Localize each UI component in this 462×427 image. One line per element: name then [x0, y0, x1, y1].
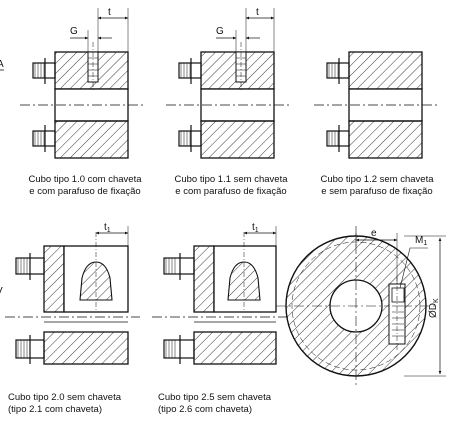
caption-hub-1-0-line-1: Cubo tipo 1.0 com chaveta: [28, 174, 142, 185]
caption-hub-2-0-line-2: (tipo 2.1 com chaveta): [8, 404, 102, 415]
svg-text:t1: t1: [252, 222, 259, 234]
hub-1-0-dim-t: t: [108, 7, 111, 18]
svg-text:t1: t1: [104, 222, 111, 234]
section-dim-dk-sub: K: [433, 298, 440, 303]
edge-label-v: V: [0, 286, 3, 297]
caption-hub-1-0-line-2: e com parafuso de fixação: [29, 186, 141, 197]
hub-figure-2-0: t1: [5, 222, 140, 365]
caption-hub-1-1-line-1: Cubo tipo 1.1 sem chaveta: [174, 174, 288, 185]
caption-hub-2-5-line-1: Cubo tipo 2.5 sem chaveta: [158, 392, 272, 403]
section-dim-m-sub: 1: [423, 240, 427, 247]
hub-2-0-dim-t: t: [104, 222, 107, 233]
caption-hub-1-2-line-1: Cubo tipo 1.2 sem chaveta: [320, 174, 434, 185]
caption-hub-1-1: Cubo tipo 1.1 sem chaveta e com parafuso…: [166, 174, 296, 198]
hub-1-0-body-bottom: [54, 120, 129, 159]
caption-hub-2-5: Cubo tipo 2.5 sem chaveta (tipo 2.6 com …: [158, 392, 290, 416]
caption-hub-1-1-line-2: e com parafuso de fixação: [175, 186, 287, 197]
caption-hub-1-2: Cubo tipo 1.2 sem chaveta e sem parafuso…: [312, 174, 442, 198]
svg-text:M1: M1: [415, 235, 427, 247]
hub-2-5-dim-t: t: [252, 222, 255, 233]
hub-figure-1-2: [314, 51, 440, 159]
edge-label-a: A: [0, 59, 4, 70]
hub-2-5-dim-t-sub: 1: [255, 227, 259, 234]
caption-hub-2-0: Cubo tipo 2.0 sem chaveta (tipo 2.1 com …: [8, 392, 140, 416]
section-dim-m: M: [415, 235, 423, 246]
hub-figure-1-1: t G: [166, 7, 290, 159]
hub-figure-1-0: t G: [20, 7, 145, 159]
caption-hub-2-5-line-2: (tipo 2.6 com chaveta): [158, 404, 252, 415]
section-dim-e: e: [371, 228, 377, 239]
svg-text:ØDK: ØDK: [428, 298, 440, 318]
hub-1-0-studs: [32, 58, 56, 152]
hub-figure-section: e M1 ØDK: [276, 226, 446, 386]
hub-1-0-dim-g: G: [70, 26, 78, 37]
caption-hub-1-0: Cubo tipo 1.0 com chaveta e com parafuso…: [20, 174, 150, 198]
caption-hub-1-2-line-2: e sem parafuso de fixação: [321, 186, 433, 197]
caption-hub-2-0-line-1: Cubo tipo 2.0 sem chaveta: [8, 392, 122, 403]
hub-2-0-dim-t-sub: 1: [107, 227, 111, 234]
hub-1-1-dim-t: t: [256, 7, 259, 18]
section-dim-dk: ØD: [428, 303, 439, 318]
hub-figure-2-5: t1: [152, 222, 290, 365]
hub-1-1-dim-g: G: [216, 26, 224, 37]
